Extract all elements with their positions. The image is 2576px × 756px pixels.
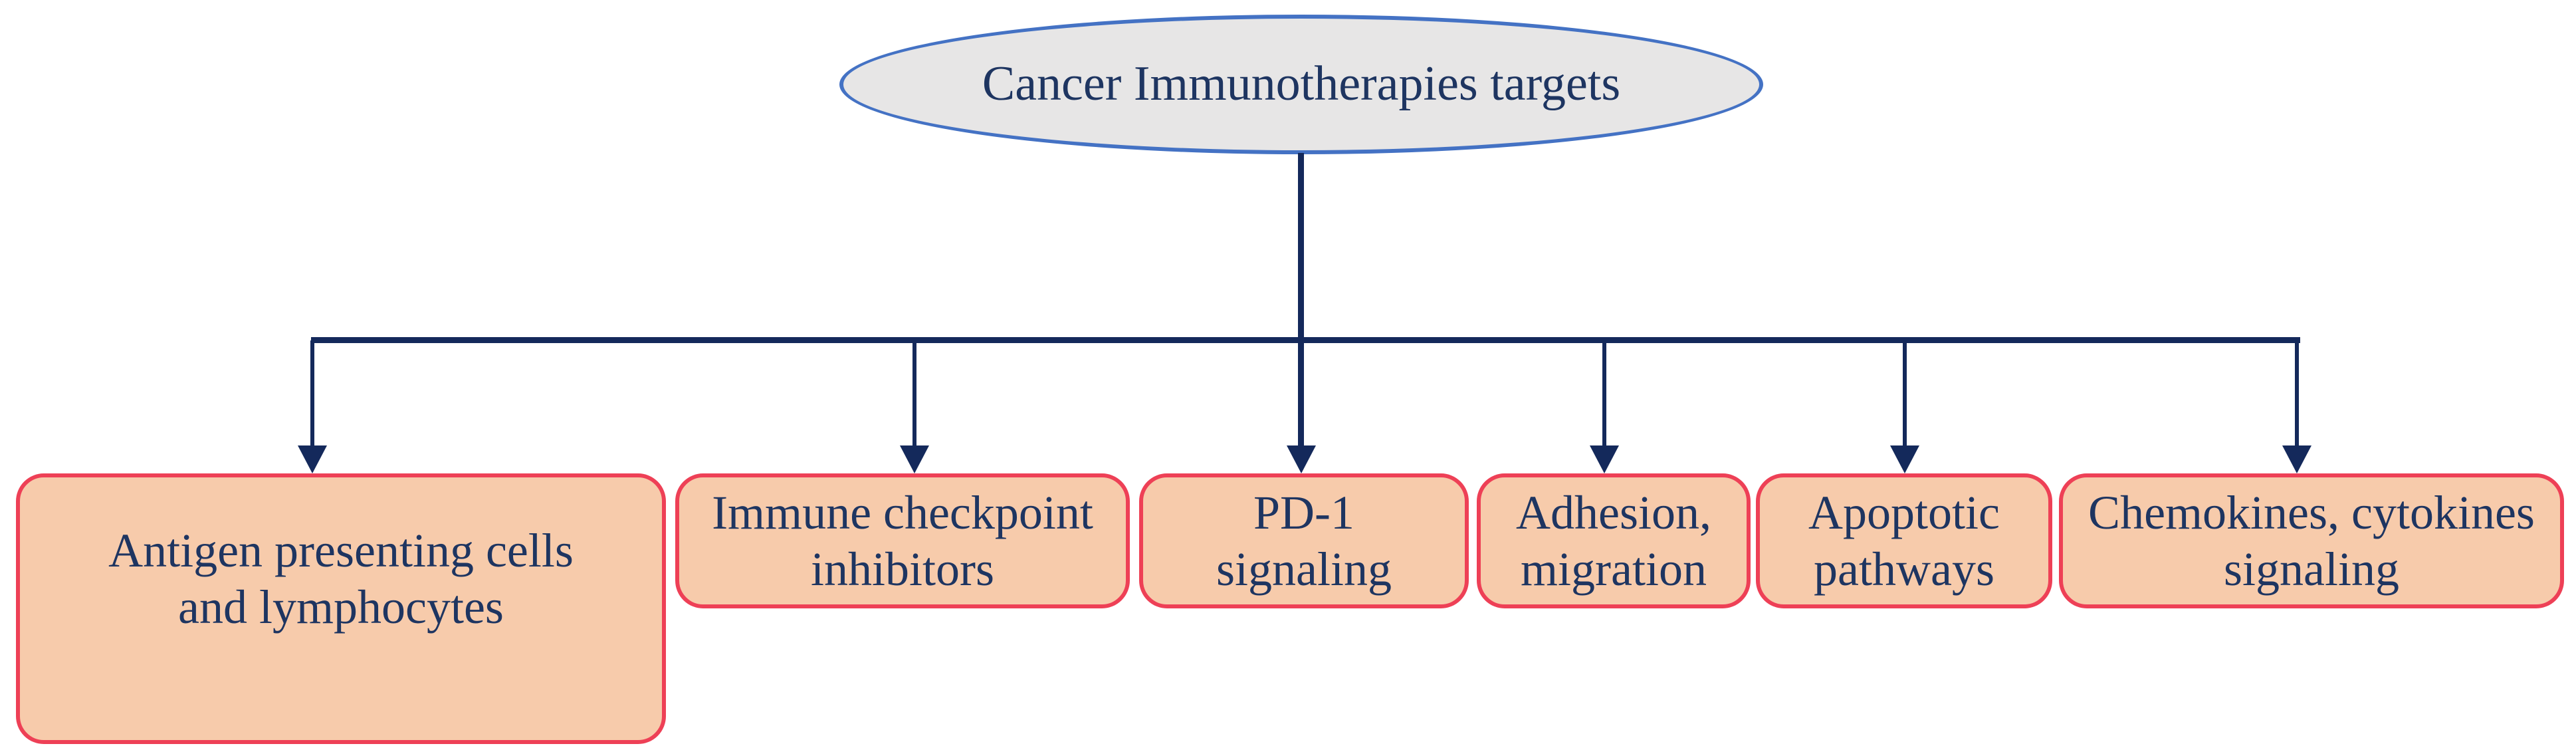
root-node-label: Cancer Immunotherapies targets <box>982 57 1621 112</box>
target-node-label: PD-1 signaling <box>1216 485 1392 596</box>
arrow-shaft <box>2295 340 2299 448</box>
target-node-label: Immune checkpoint inhibitors <box>712 485 1093 596</box>
target-node-pd1-signaling: PD-1 signaling <box>1139 473 1469 608</box>
arrowhead-down-icon <box>2282 445 2311 473</box>
target-node-adhesion-migration: Adhesion, migration <box>1477 473 1751 608</box>
arrow-shaft <box>912 340 916 448</box>
target-node-label: Apoptotic pathways <box>1808 485 2000 596</box>
arrow-shaft <box>1602 340 1606 448</box>
target-node-label: Adhesion, migration <box>1516 485 1711 596</box>
arrow-shaft <box>310 340 314 448</box>
root-node-ellipse: Cancer Immunotherapies targets <box>839 15 1763 154</box>
arrowhead-down-icon <box>1890 445 1919 473</box>
target-node-chemokines-cytokines-signaling: Chemokines, cytokines signaling <box>2059 473 2564 608</box>
arrowhead-down-icon <box>298 445 327 473</box>
connector-rail <box>311 337 2300 343</box>
arrowhead-down-icon <box>900 445 929 473</box>
arrow-shaft <box>1903 340 1907 448</box>
arrowhead-down-icon <box>1287 445 1316 473</box>
arrowhead-down-icon <box>1590 445 1619 473</box>
target-node-antigen-presenting-cells: Antigen presenting cells and lymphocytes <box>16 473 666 744</box>
arrow-shaft <box>1299 340 1303 448</box>
target-node-label: Chemokines, cytokines signaling <box>2088 485 2535 596</box>
connector-stem <box>1298 153 1304 449</box>
target-node-immune-checkpoint-inhibitors: Immune checkpoint inhibitors <box>675 473 1130 608</box>
target-node-apoptotic-pathways: Apoptotic pathways <box>1756 473 2052 608</box>
target-node-label: Antigen presenting cells and lymphocytes <box>108 524 574 634</box>
